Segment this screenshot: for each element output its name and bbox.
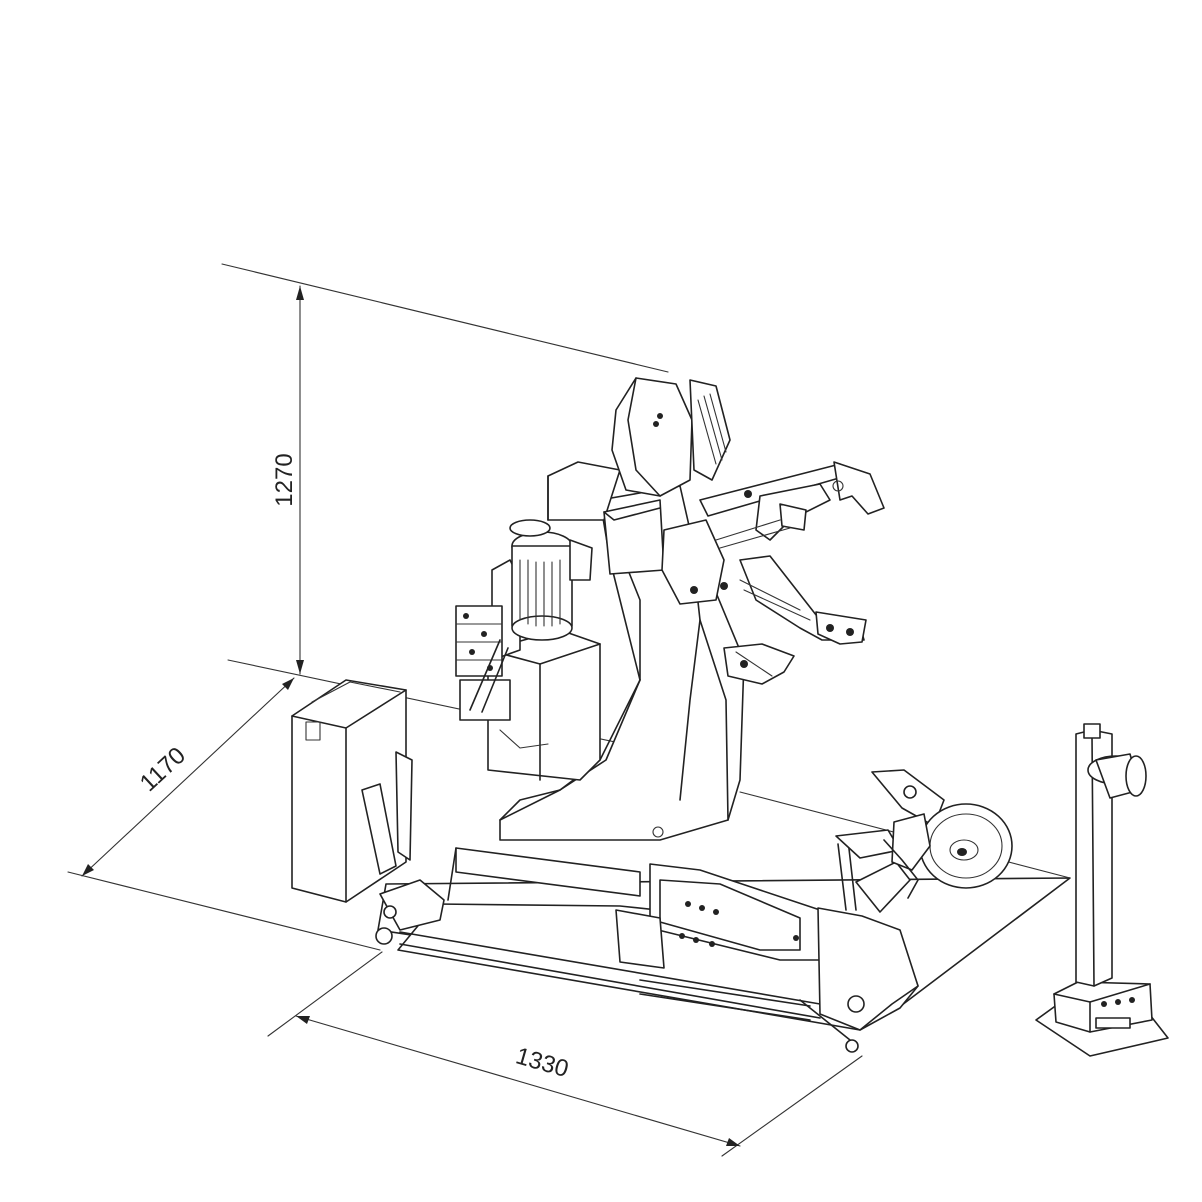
roller-tool — [871, 769, 1013, 899]
chuck-carriage — [615, 863, 827, 969]
arm-head — [603, 377, 731, 605]
control-pedestal — [1035, 723, 1169, 1057]
valve-block — [455, 605, 509, 713]
dimension-depth-label: 1170 — [135, 742, 191, 797]
control-cabinet — [291, 679, 413, 903]
lift-arm — [799, 829, 919, 1053]
upper-tool-arm — [699, 461, 885, 549]
dimension-height-label: 1270 — [271, 453, 298, 506]
electric-motor — [509, 519, 593, 641]
dimension-width-label: 1330 — [513, 1042, 572, 1083]
lower-tool-arm — [690, 555, 867, 685]
